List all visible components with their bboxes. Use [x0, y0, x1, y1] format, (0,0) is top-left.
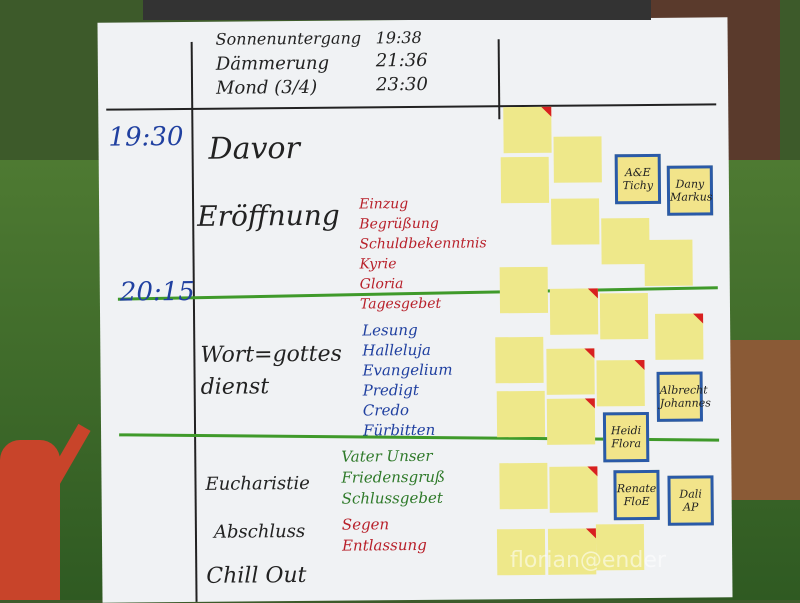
section-title: Wort=gottesdienst — [200, 341, 342, 400]
item: Halleluja — [362, 340, 431, 360]
sticky-note — [499, 266, 549, 314]
item: Predigt — [362, 380, 419, 400]
name-card: Heidi Flora — [602, 411, 650, 463]
name-card: Dany Markus — [666, 165, 714, 216]
section-items: Segen Entlassung — [342, 513, 482, 556]
item: Credo — [362, 401, 410, 420]
sticky-note — [644, 239, 693, 286]
name-card: Albrecht Johannes — [656, 371, 711, 422]
item: Friedensgruß — [341, 467, 446, 487]
section-title: Davor — [208, 130, 301, 167]
divider — [106, 103, 717, 111]
item: Entlassung — [341, 535, 427, 555]
watering-can — [0, 440, 60, 600]
item: Gloria — [359, 276, 404, 293]
section-items: Einzug Begrüßung Schuldbekenntnis Kyrie … — [359, 193, 500, 314]
sticky-note — [546, 398, 596, 445]
sticky-note — [549, 466, 598, 513]
sticky-note — [546, 348, 595, 395]
sticky-note — [499, 462, 548, 510]
item: Schlussgebet — [341, 488, 443, 508]
moon-label: Mond (3/4) — [215, 76, 318, 99]
time-label: 19:30 — [108, 122, 184, 153]
item: Lesung — [362, 320, 418, 340]
flip-chart-clamp — [143, 0, 651, 20]
sticky-note — [495, 336, 544, 384]
time-label: 20:15 — [119, 276, 195, 308]
sticky-note — [551, 198, 600, 245]
section-title: Eucharistie — [205, 472, 310, 495]
item: Evangelium — [362, 360, 453, 380]
sticky-note — [601, 217, 650, 265]
item: Kyrie — [359, 256, 397, 273]
name-card: Dali AP — [667, 475, 714, 526]
sticky-note — [599, 292, 649, 340]
sunset-label: Sonnenuntergang — [215, 28, 362, 49]
watermark: florian@ender — [510, 548, 666, 573]
sticky-note — [496, 390, 546, 438]
sticky-note — [549, 288, 599, 335]
section-title: Chill Out — [206, 562, 307, 589]
name-card: A&E Tichy — [614, 153, 662, 205]
sticky-note — [500, 156, 550, 204]
divider — [190, 41, 198, 602]
sticky-note — [553, 136, 602, 183]
section-title: Eröffnung — [197, 198, 340, 233]
name-card: Renate FloE — [613, 469, 660, 521]
item: Segen — [341, 515, 390, 534]
item: Vater Unser — [341, 446, 433, 466]
flip-chart-paper: Sonnenuntergang 19:38 Dämmerung 21:36 Mo… — [97, 17, 733, 603]
sticky-note — [503, 106, 552, 154]
section-items: Vater Unser Friedensgruß Schlussgebet — [341, 445, 482, 509]
sunset-time: 19:38 — [375, 27, 422, 48]
moon-time: 23:30 — [375, 73, 428, 96]
sticky-note — [596, 359, 645, 407]
item: Begrüßung — [359, 215, 439, 233]
bench — [725, 340, 800, 500]
item: Schuldbekenntnis — [359, 235, 487, 253]
section-title: Abschluss — [213, 520, 306, 543]
section-items: Lesung Halleluja Evangelium Predigt Cred… — [362, 319, 493, 440]
item: Einzug — [359, 196, 409, 213]
item: Tagesgebet — [359, 295, 442, 313]
item: Fürbitten — [362, 420, 436, 440]
sticky-note — [655, 313, 704, 360]
dusk-label: Dämmerung — [215, 52, 330, 75]
dusk-time: 21:36 — [375, 49, 428, 72]
